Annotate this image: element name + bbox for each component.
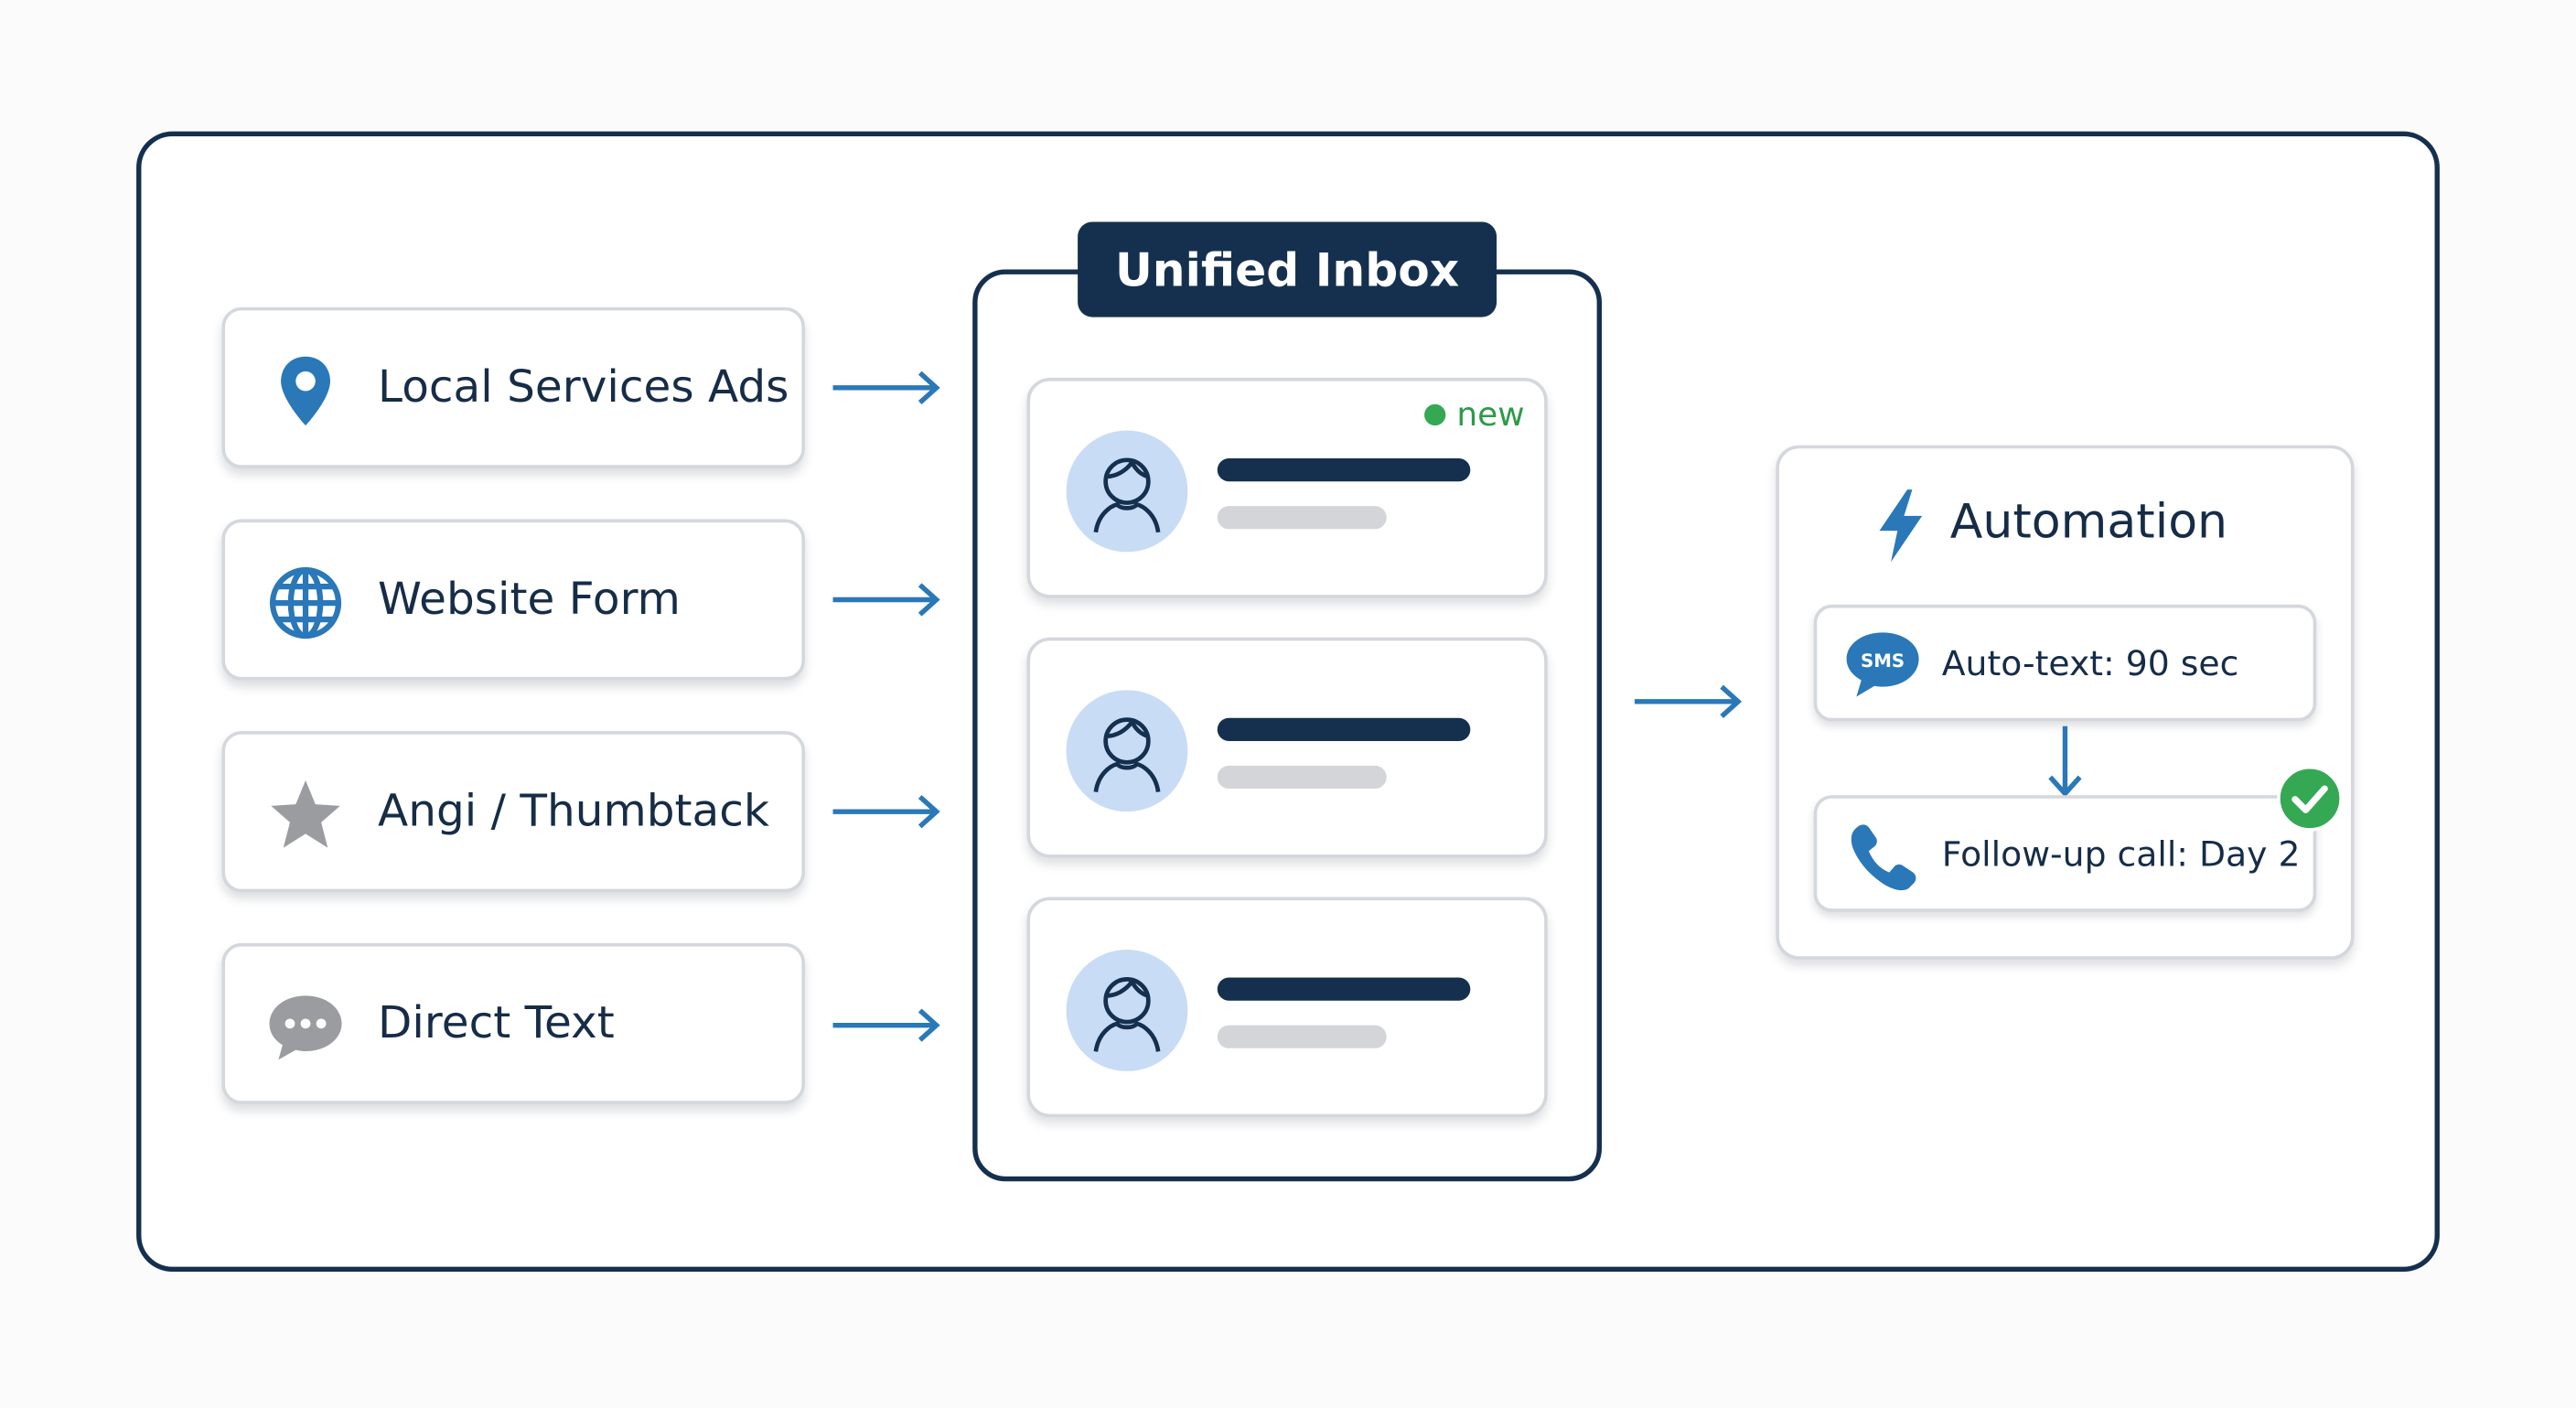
source-label: Angi / Thumbtack [378,786,769,838]
checkmark-icon [2277,765,2343,832]
arrow-right-icon [832,371,940,404]
automation-step-auto-text: SMS Auto-text: 90 sec [1813,604,2317,722]
location-pin-icon [281,356,330,426]
arrow-right-icon [1634,684,1743,719]
new-badge: new [1423,394,1525,435]
automation-step-follow-up-call: Follow-up call: Day 2 [1813,795,2317,912]
inbox-message-card[interactable]: new [1026,378,1548,598]
step-label: Follow-up call: Day 2 [1941,833,2301,874]
user-avatar-icon [1066,690,1188,812]
source-label: Direct Text [378,998,615,1049]
star-icon [271,780,340,848]
sms-bubble-icon: SMS [1846,632,1919,697]
message-preview-line [1217,506,1387,530]
source-card-direct-text: Direct Text [221,942,805,1104]
inbox-message-card[interactable] [1026,897,1548,1118]
arrow-down-icon [2048,725,2082,798]
user-avatar-icon [1066,430,1188,553]
phone-icon [1851,824,1916,891]
source-card-website-form: Website Form [221,519,805,681]
chat-bubble-icon [269,995,342,1060]
message-preview-line [1217,977,1471,1001]
inbox-message-card[interactable] [1026,637,1548,858]
message-preview-line [1217,717,1471,741]
source-card-local-services-ads: Local Services Ads [221,306,805,468]
inbox-title: Unified Inbox [1078,221,1497,317]
arrow-right-icon [832,795,940,829]
globe-icon [269,567,342,640]
step-label: Auto-text: 90 sec [1941,643,2239,683]
source-label: Local Services Ads [378,361,789,414]
message-preview-line [1217,765,1387,790]
new-indicator-dot [1423,403,1445,425]
automation-title: Automation [1949,492,2228,549]
user-avatar-icon [1066,950,1188,1071]
arrow-right-icon [832,1008,940,1042]
source-card-angi-thumbtack: Angi / Thumbtack [221,731,805,893]
sms-icon-text: SMS [1861,650,1905,672]
message-preview-line [1217,1025,1387,1048]
arrow-right-icon [832,583,940,617]
new-badge-label: new [1456,394,1525,435]
message-preview-line [1217,458,1471,482]
source-label: Website Form [378,574,681,626]
lightning-bolt-icon [1879,489,1923,563]
